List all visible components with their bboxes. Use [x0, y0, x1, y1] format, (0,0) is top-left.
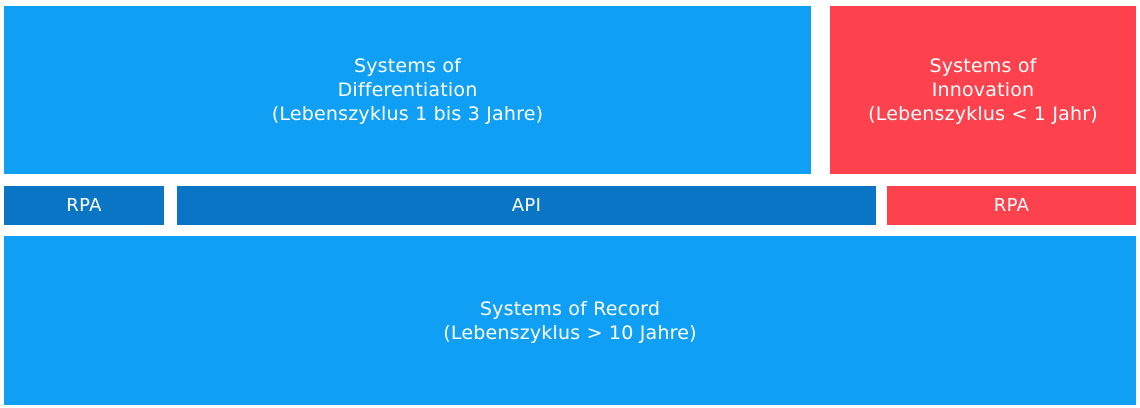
record-lifecycle: (Lebenszyklus > 10 Jahre): [443, 321, 697, 344]
differentiation-line-2: Differentiation: [337, 79, 478, 101]
differentiation-lifecycle: (Lebenszyklus 1 bis 3 Jahre): [271, 103, 544, 125]
api-bar: API: [177, 186, 876, 225]
systems-of-differentiation-block: Systems of Differentiation (Lebenszyklus…: [4, 6, 811, 174]
differentiation-line-1: Systems of: [353, 55, 462, 77]
systems-of-innovation-block: Systems of Innovation (Lebenszyklus < 1 …: [830, 6, 1136, 174]
api-label: API: [511, 194, 542, 216]
rpa-left-bar: RPA: [4, 186, 164, 225]
record-line-1: Systems of Record: [479, 297, 661, 320]
innovation-line-2: Innovation: [931, 79, 1035, 101]
rpa-left-label: RPA: [66, 194, 102, 216]
innovation-lifecycle: (Lebenszyklus < 1 Jahr): [868, 103, 1098, 125]
innovation-line-1: Systems of: [929, 55, 1037, 77]
rpa-right-label: RPA: [993, 194, 1030, 216]
rpa-right-bar: RPA: [887, 186, 1136, 225]
systems-of-record-block: Systems of Record (Lebenszyklus > 10 Jah…: [4, 236, 1136, 405]
